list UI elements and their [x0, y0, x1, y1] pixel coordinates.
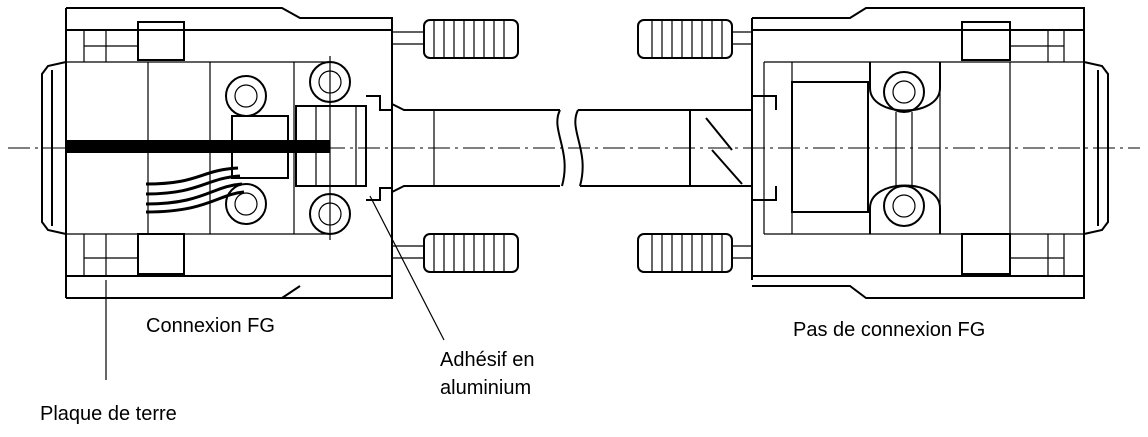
left-connector — [41, 7, 519, 299]
right-end-cap — [1083, 61, 1109, 235]
left-thumb-screw-top — [392, 19, 519, 59]
left-wire-3 — [145, 182, 243, 206]
cable-break-right — [574, 109, 584, 187]
left-housing-bottom — [66, 270, 393, 299]
left-main-wire — [66, 140, 330, 153]
fg-connection-label: Connexion FG — [146, 315, 275, 337]
left-top-latch — [137, 21, 185, 61]
adhesive-leader-line — [369, 195, 445, 341]
left-wire-1 — [145, 166, 239, 186]
left-top-latch-rails — [83, 30, 138, 62]
left-wire-4 — [145, 190, 245, 214]
left-wire-2 — [145, 174, 241, 196]
left-end-cap — [41, 61, 67, 235]
cable-break-left — [556, 109, 566, 187]
left-bottom-latch — [137, 233, 185, 275]
right-inner-block — [791, 81, 869, 213]
right-thumb-screw-top — [637, 19, 752, 59]
aluminium-adhesive-label-line2: aluminium — [440, 377, 532, 399]
no-fg-connection-label: Pas de connexion FG — [793, 319, 986, 341]
ground-plate-label: Plaque de terre — [40, 403, 177, 425]
right-top-latch — [961, 21, 1011, 61]
left-thumb-screw-bottom — [392, 233, 519, 273]
right-connector — [637, 7, 1109, 299]
left-screw-bottom-left — [225, 183, 267, 225]
aluminium-adhesive-label-line1: Adhésif en — [440, 349, 535, 371]
right-screw-bottom — [883, 185, 925, 227]
right-screw-top — [883, 71, 925, 113]
left-step — [366, 95, 392, 201]
right-thumb-screw-bottom — [637, 233, 752, 273]
left-bottom-latch-rails — [83, 234, 138, 276]
right-housing — [751, 7, 1085, 299]
left-screw-top-left — [225, 75, 267, 117]
right-bottom-latch — [961, 233, 1011, 275]
